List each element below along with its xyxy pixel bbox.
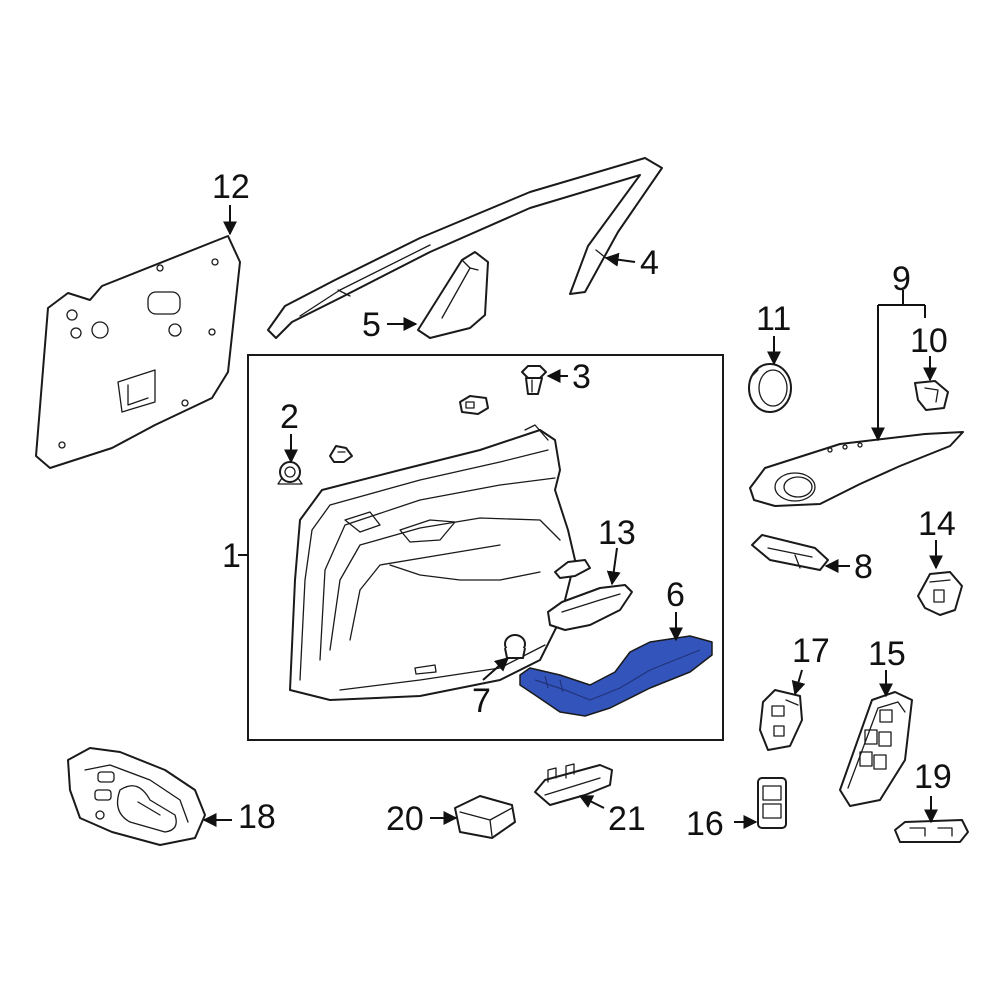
part-21-handle-bracket[interactable] bbox=[534, 763, 613, 806]
part-5-corner-trim[interactable] bbox=[417, 251, 489, 339]
part-18-seat-switch[interactable] bbox=[67, 747, 206, 846]
part-16-switch[interactable] bbox=[757, 777, 787, 829]
callout-8: 8 bbox=[854, 548, 873, 586]
callout-17: 17 bbox=[792, 632, 830, 670]
part-20-bracket[interactable] bbox=[454, 795, 516, 839]
callout-14: 14 bbox=[918, 505, 956, 543]
part-14-switch[interactable] bbox=[917, 571, 963, 616]
part-2-clip[interactable] bbox=[277, 461, 303, 485]
callout-3: 3 bbox=[572, 358, 591, 396]
callout-16: 16 bbox=[686, 805, 724, 843]
part-15-window-switch-panel[interactable] bbox=[839, 691, 913, 807]
part-4-window-frame-trim[interactable] bbox=[267, 157, 663, 339]
part-9-upper-trim[interactable] bbox=[749, 431, 964, 507]
callout-19: 19 bbox=[914, 758, 952, 796]
part-1-door-panel[interactable] bbox=[289, 424, 576, 701]
callout-5: 5 bbox=[362, 306, 381, 344]
callout-1: 1 bbox=[222, 537, 241, 575]
part-10-clip[interactable] bbox=[914, 380, 949, 411]
callout-10: 10 bbox=[910, 322, 948, 360]
callout-9: 9 bbox=[892, 260, 911, 298]
part-11-speaker-grille[interactable] bbox=[748, 363, 792, 413]
callout-labels: 1 2 3 4 5 6 7 8 9 10 11 12 13 14 15 16 1… bbox=[212, 168, 956, 843]
callout-15: 15 bbox=[868, 635, 906, 673]
callout-13: 13 bbox=[598, 514, 636, 552]
part-19-switch-cover[interactable] bbox=[894, 819, 969, 843]
part-clip-small[interactable] bbox=[329, 445, 353, 463]
callout-4: 4 bbox=[640, 244, 659, 282]
callout-7: 7 bbox=[472, 682, 491, 720]
part-13-door-handle[interactable] bbox=[547, 559, 633, 631]
callout-11: 11 bbox=[756, 300, 791, 338]
leader-lines bbox=[202, 205, 943, 829]
callout-2: 2 bbox=[280, 398, 299, 436]
part-12-water-shield[interactable] bbox=[35, 235, 241, 469]
part-bracket-small[interactable] bbox=[459, 395, 489, 415]
callout-6: 6 bbox=[666, 576, 685, 614]
part-3-push-pin[interactable] bbox=[521, 365, 547, 395]
part-8-switch-bezel[interactable] bbox=[751, 534, 829, 571]
callout-18: 18 bbox=[238, 798, 276, 836]
callout-12: 12 bbox=[212, 168, 250, 206]
part-17-switch-bracket[interactable] bbox=[759, 689, 803, 751]
part-6-armrest-highlighted[interactable] bbox=[519, 635, 713, 717]
callout-21: 21 bbox=[608, 800, 646, 838]
callout-20: 20 bbox=[386, 800, 424, 838]
part-1-door-panel-box bbox=[247, 354, 724, 741]
part-7-plug[interactable] bbox=[504, 634, 526, 659]
